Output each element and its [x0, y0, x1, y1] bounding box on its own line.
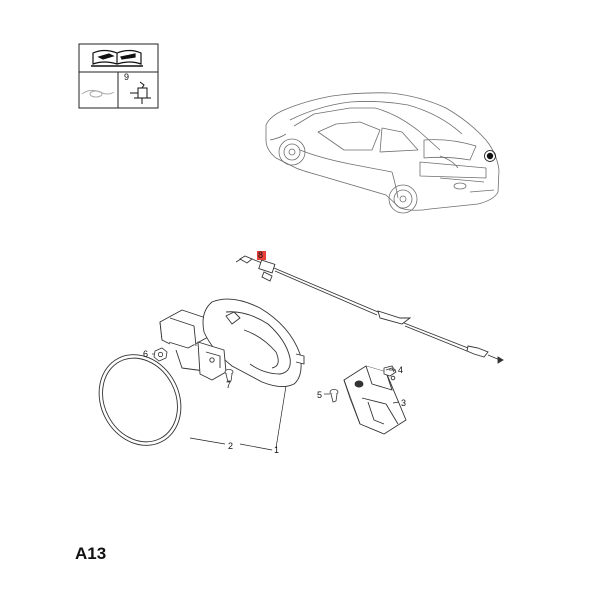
actuator-bracket	[343, 365, 407, 435]
nut-part-6	[153, 347, 168, 362]
callout-7: 7	[226, 380, 231, 390]
release-cable	[235, 255, 504, 364]
seal-ring	[98, 354, 182, 446]
repair-manual-icon	[91, 49, 143, 67]
callout-5: 5	[317, 390, 322, 400]
callout-4: 4	[398, 365, 403, 375]
callout-6: 6	[143, 349, 148, 359]
legend-box: 9	[78, 43, 159, 109]
clip-part-4	[383, 365, 397, 377]
callout-1: 1	[274, 445, 279, 455]
part-8-highlight	[257, 251, 266, 260]
screw-part-7	[224, 368, 234, 383]
fuel-filler-housing	[159, 298, 305, 387]
callout-8: 8	[258, 250, 263, 260]
screw-part-5	[329, 388, 339, 403]
callout-2: 2	[228, 441, 233, 451]
car-illustration	[265, 92, 500, 214]
actuator-thumbnail-icon	[130, 81, 151, 104]
callout-3: 3	[401, 398, 406, 408]
leader-lines	[152, 353, 400, 451]
legend-entry-number: 9	[124, 72, 129, 82]
fuel-door-location-marker	[484, 150, 496, 162]
page-code: A13	[75, 544, 107, 563]
cable-thumbnail-icon	[81, 89, 115, 98]
